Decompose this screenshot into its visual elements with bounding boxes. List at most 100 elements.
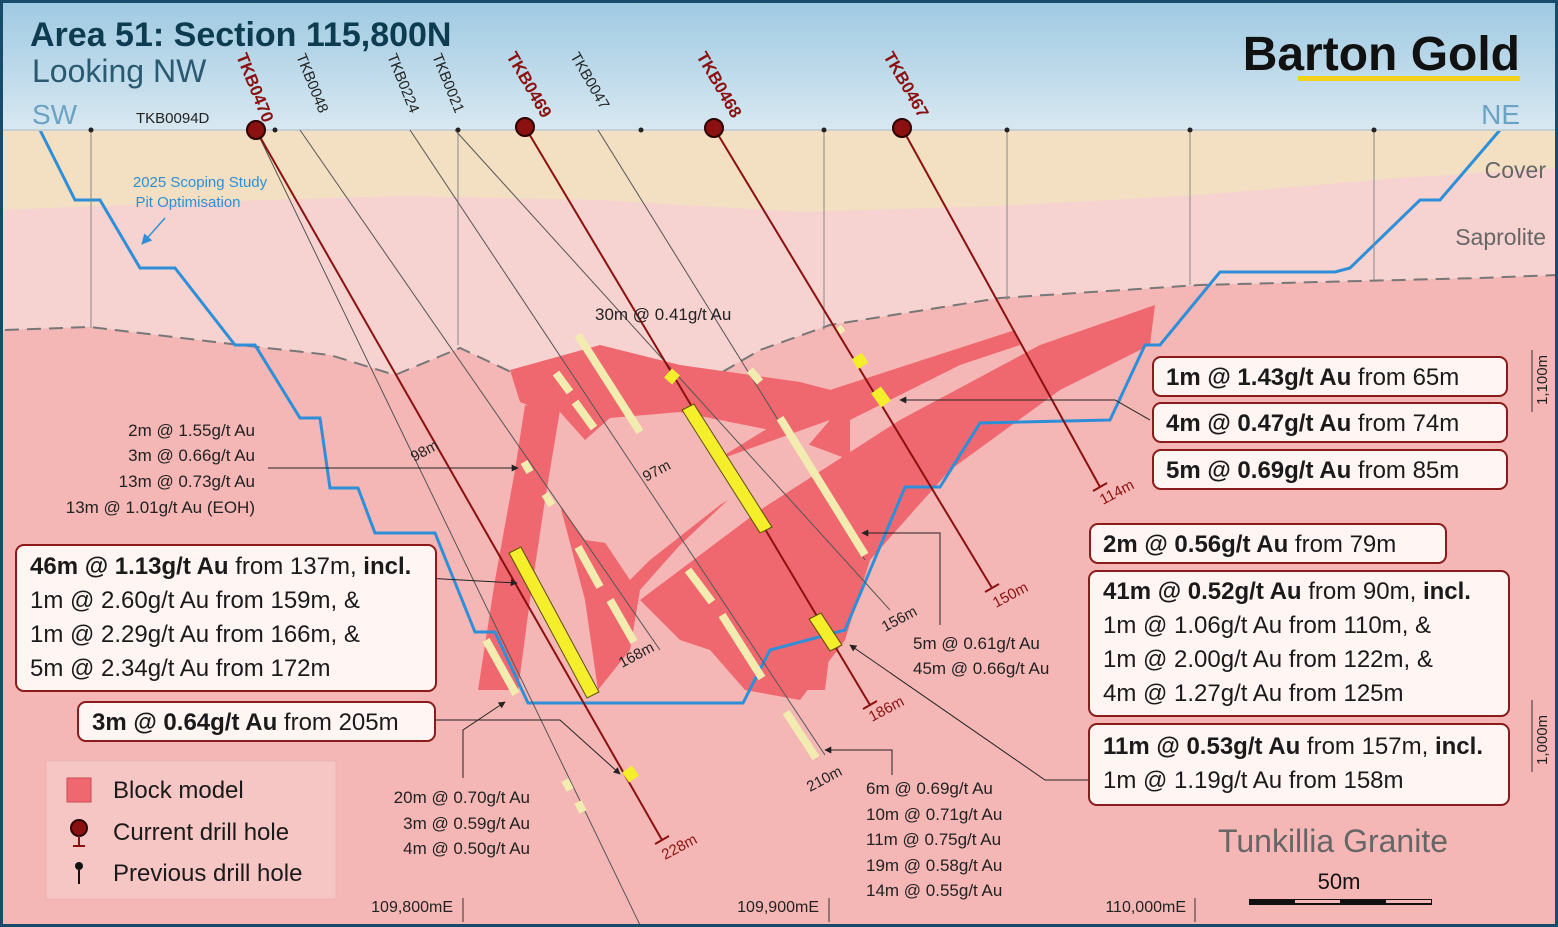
collar-TKB0470 <box>246 120 266 140</box>
easting-109800: 109,800mE <box>371 899 453 916</box>
block-gaps <box>600 420 830 580</box>
easting-110000: 110,000mE <box>1105 899 1186 916</box>
pit-outline <box>38 129 1502 705</box>
b6-bold: 11m @ 0.53g/t Au <box>1103 733 1300 760</box>
legend-panel <box>45 760 337 900</box>
pit-label-line1: 2025 Scoping Study <box>133 174 268 191</box>
legend-current-icon <box>70 819 88 837</box>
b4-bold: 2m @ 0.56g/t Au <box>1103 531 1288 558</box>
legend-previous-label: Previous drill hole <box>113 860 302 887</box>
annotation-30m: 30m @ 0.41g/t Au <box>595 305 731 324</box>
svg-text:41m @ 0.52g/t Au from 90m, inc: 41m @ 0.52g/t Au from 90m, incl. <box>1103 578 1471 605</box>
hole-label-TKB0094D: TKB0094D <box>136 110 210 127</box>
annotation-mid-right: 5m @ 0.61g/t Au 45m @ 0.66g/t Au <box>913 634 1049 678</box>
annotation-bottom-mid: 6m @ 0.69g/t Au 10m @ 0.71g/t Au 11m @ 0… <box>866 779 1002 900</box>
b1-rest: from 65m <box>1351 364 1459 391</box>
annotation-bottom-mid-5: 14m @ 0.55g/t Au <box>866 881 1002 900</box>
b8-rest: from 205m <box>277 709 398 736</box>
brand-underline <box>1298 76 1520 81</box>
saprolite-boundary <box>4 274 1558 412</box>
svg-text:46m @ 1.13g/t Au from 137m, in: 46m @ 1.13g/t Au from 137m, incl. <box>30 553 411 580</box>
previous-intercepts <box>482 324 869 814</box>
b5-bold: 41m @ 0.52g/t Au <box>1103 578 1302 605</box>
annotation-bottom-left-3: 4m @ 0.50g/t Au <box>403 839 530 858</box>
svg-text:11m @ 0.53g/t Au from 157m, in: 11m @ 0.53g/t Au from 157m, incl. <box>1103 733 1483 760</box>
box-b6-arrow <box>849 644 1090 781</box>
box-b8-arrow <box>435 719 621 775</box>
annotation-bottom-mid-3: 11m @ 0.75g/t Au <box>866 830 1001 849</box>
result-box-b3: 5m @ 0.69g/t Au from 85m <box>1152 449 1508 490</box>
annotation-bottom-left: 20m @ 0.70g/t Au 3m @ 0.59g/t Au 4m @ 0.… <box>394 788 530 858</box>
collar-dots <box>88 127 1377 133</box>
legend-block-swatch <box>66 777 92 803</box>
result-box-b4: 2m @ 0.56g/t Au from 79m <box>1089 523 1447 564</box>
cover-layer <box>0 130 1558 212</box>
intercept-outlines <box>508 403 843 699</box>
legend-previous-icon <box>75 862 83 870</box>
box-b7-arrow <box>424 577 518 587</box>
compass-left: SW <box>32 99 78 130</box>
granite-label: Tunkillia Granite <box>1218 823 1448 859</box>
title-area: Area 51: <box>30 16 164 54</box>
b7-line1: 1m @ 2.60g/t Au from 159m, & <box>30 587 360 614</box>
looking-direction: Looking NW <box>32 53 207 89</box>
b2-rest: from 74m <box>1351 410 1459 437</box>
annotation-left-group: 2m @ 1.55g/t Au 3m @ 0.66g/t Au 13m @ 0.… <box>66 421 255 517</box>
annotation-bottom-mid-2: 10m @ 0.71g/t Au <box>866 805 1002 824</box>
result-box-b1: 1m @ 1.43g/t Au from 65m <box>1152 356 1508 397</box>
title-section: Section 115,800N <box>164 16 451 54</box>
legend: Block model Current drill hole Previous … <box>45 760 337 900</box>
b2-bold: 4m @ 0.47g/t Au <box>1166 410 1351 437</box>
saprolite-label: Saprolite <box>1455 224 1546 250</box>
easting-axis: 109,800mE 109,900mE 110,000mE <box>371 898 1196 922</box>
annotation-mid-right-2: 45m @ 0.66g/t Au <box>913 659 1049 678</box>
b6-rest: from 157m, <box>1300 733 1435 760</box>
annotation-bottom-mid-1: 6m @ 0.69g/t Au <box>866 779 993 798</box>
brand-logo: Barton Gold <box>1243 28 1520 81</box>
legend-current-label: Current drill hole <box>113 819 289 846</box>
pit-label-line2: Pit Optimisation <box>135 194 240 211</box>
saprolite-layer <box>0 130 1558 410</box>
annotation-bottom-left-2: 3m @ 0.59g/t Au <box>403 814 530 833</box>
annotation-left-1: 2m @ 1.55g/t Au <box>128 421 255 440</box>
b7-rest: from 137m, <box>229 553 364 580</box>
b1-bold: 1m @ 1.43g/t Au <box>1166 364 1351 391</box>
b7-line2: 1m @ 2.29g/t Au from 166m, & <box>30 621 360 648</box>
b3-bold: 5m @ 0.69g/t Au <box>1166 457 1351 484</box>
annotation-left-2: 3m @ 0.66g/t Au <box>128 446 255 465</box>
b8-bold: 3m @ 0.64g/t Au <box>92 709 277 736</box>
sky-band <box>0 0 1558 130</box>
title: Area 51: Section 115,800N <box>30 16 451 54</box>
svg-text:3m @ 0.64g/t Au from 205m: 3m @ 0.64g/t Au from 205m <box>92 709 399 736</box>
elevation-1100: 1,100m <box>1534 355 1551 405</box>
annotation-bottom-mid-4: 19m @ 0.58g/t Au <box>866 856 1002 875</box>
svg-text:1m @ 1.43g/t Au from 65m: 1m @ 1.43g/t Au from 65m <box>1166 364 1459 391</box>
current-hole-collars <box>246 117 912 140</box>
current-intercepts <box>509 352 891 783</box>
elevation-1000: 1,000m <box>1534 715 1551 765</box>
easting-109900: 109,900mE <box>737 899 819 916</box>
b6-incl: incl. <box>1435 733 1483 760</box>
result-box-b5: 41m @ 0.52g/t Au from 90m, incl. 1m @ 1.… <box>1088 570 1510 717</box>
collar-TKB0468 <box>704 118 724 138</box>
scale-bar: 50m <box>1249 869 1432 905</box>
box-b2-arrow <box>899 396 1151 421</box>
scale-label: 50m <box>1318 869 1361 894</box>
pit-label-arrow <box>141 217 166 245</box>
annotation-bottom-left-1: 20m @ 0.70g/t Au <box>394 788 530 807</box>
result-box-b6: 11m @ 0.53g/t Au from 157m, incl. 1m @ 1… <box>1088 723 1510 806</box>
b5-line2: 1m @ 2.00g/t Au from 122m, & <box>1103 646 1433 673</box>
annotation-mid-right-arrow <box>861 529 941 625</box>
compass-right: NE <box>1481 99 1520 130</box>
b7-incl: incl. <box>363 553 411 580</box>
svg-text:2m @ 0.56g/t Au from 79m: 2m @ 0.56g/t Au from 79m <box>1103 531 1396 558</box>
vertical-previous-holes <box>90 130 1375 345</box>
hole-end-ticks <box>654 482 1108 845</box>
b3-rest: from 85m <box>1351 457 1459 484</box>
b5-incl: incl. <box>1423 578 1471 605</box>
b5-rest: from 90m, <box>1302 578 1423 605</box>
collar-TKB0467 <box>892 118 912 138</box>
annotation-bottom-mid-arrow <box>824 746 893 775</box>
